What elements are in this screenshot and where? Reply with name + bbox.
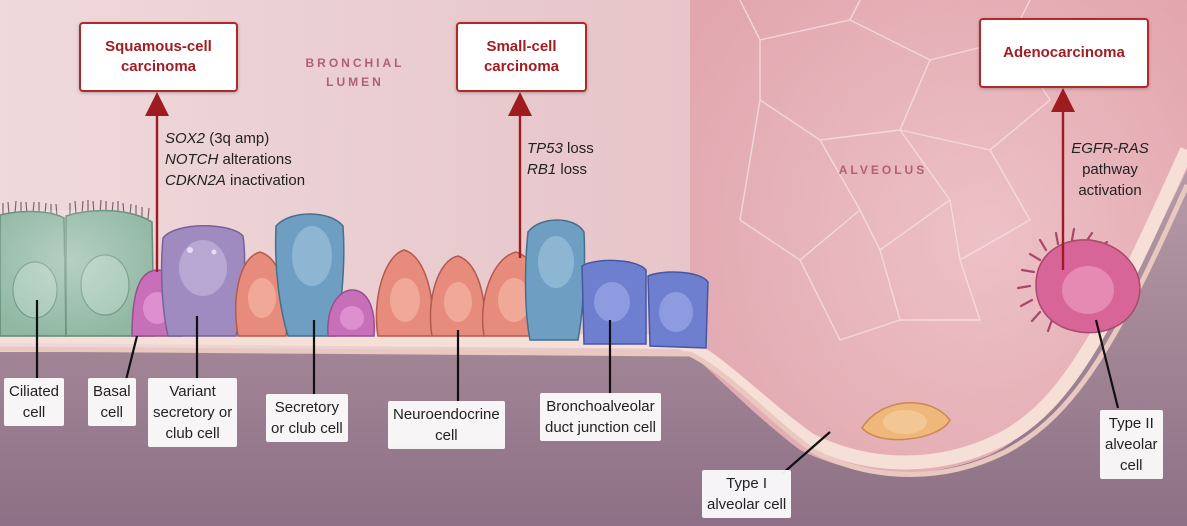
label-type-i-alveolar-cell: Type I alveolar cell xyxy=(702,470,792,518)
alteration-text: loss xyxy=(556,161,588,178)
gene-name: TP53 xyxy=(527,140,563,157)
label-line: Type II xyxy=(1108,415,1154,432)
squamous-cell-carcinoma-box: Squamous-cell carcinoma xyxy=(79,22,238,92)
secretory-club-cell xyxy=(274,213,345,337)
label-line: cell xyxy=(1120,457,1143,474)
box-line: carcinoma xyxy=(120,58,197,75)
alteration-line: SOX2 (3q amp) xyxy=(165,128,305,149)
region-label-bronchial-lumen: BRONCHIAL LUMEN xyxy=(285,54,425,92)
junction-cells xyxy=(581,259,709,349)
label-bronchoalveolar-junction-cell: Bronchoalveolar duct junction cell xyxy=(540,393,661,441)
gene-name: CDKN2A xyxy=(165,172,226,189)
label-line: Ciliated xyxy=(9,383,60,400)
alteration-text: (3q amp) xyxy=(205,130,270,147)
adeno-alterations: EGFR-RAS pathway activation xyxy=(1065,138,1155,201)
variant-secretory-cell xyxy=(160,225,246,337)
label-line: or club cell xyxy=(271,420,343,437)
box-line: Squamous-cell xyxy=(105,38,212,55)
label-type-ii-alveolar-cell: Type II alveolar cell xyxy=(1100,410,1163,479)
label-line: alveolar xyxy=(1105,436,1158,453)
small-cell-carcinoma-box: Small-cell carcinoma xyxy=(456,22,587,92)
alteration-line: EGFR-RAS xyxy=(1065,138,1155,159)
alteration-text: loss xyxy=(562,140,594,157)
gene-name: EGFR-RAS xyxy=(1071,140,1149,157)
alteration-text: inactivation xyxy=(225,172,306,189)
leader-lines xyxy=(35,300,1120,475)
alteration-line: TP53 loss xyxy=(527,138,594,159)
label-line: cell xyxy=(435,427,458,444)
label-line: cell xyxy=(100,404,124,421)
label-line: cell xyxy=(22,404,46,421)
tall-secretory-cell xyxy=(524,219,586,341)
label-line: Secretory xyxy=(274,399,339,416)
alteration-line: activation xyxy=(1078,182,1142,199)
box-line: Small-cell xyxy=(486,38,557,55)
alteration-line: RB1 loss xyxy=(527,159,594,180)
region-label-line: LUMEN xyxy=(326,75,384,89)
label-ciliated-cell: Ciliated cell xyxy=(4,378,65,426)
label-line: club cell xyxy=(165,425,220,442)
box-line: carcinoma xyxy=(483,58,560,75)
label-line: duct junction cell xyxy=(545,419,656,436)
gene-name: SOX2 xyxy=(165,130,206,147)
gene-name: RB1 xyxy=(527,161,557,178)
pathway-arrows xyxy=(145,88,1075,272)
label-line: Basal xyxy=(93,383,131,400)
label-line: Type I xyxy=(726,475,768,492)
label-line: secretory or xyxy=(153,404,233,421)
label-basal-cell: Basal cell xyxy=(88,378,136,426)
gene-name: NOTCH xyxy=(165,151,219,168)
type-i-alveolar-cell xyxy=(861,402,951,441)
small-cell-alterations: TP53 loss RB1 loss xyxy=(527,138,594,180)
label-variant-secretory-cell: Variant secretory or club cell xyxy=(148,378,238,447)
small-basal-cell xyxy=(327,289,375,337)
label-line: Variant xyxy=(169,383,216,400)
label-secretory-club-cell: Secretory or club cell xyxy=(266,394,348,442)
alteration-line: NOTCH alterations xyxy=(165,149,305,170)
alteration-text: alterations xyxy=(218,151,292,168)
region-label-alveolus: ALVEOLUS xyxy=(838,163,928,177)
region-label-line: BRONCHIAL xyxy=(305,56,405,70)
adenocarcinoma-box: Adenocarcinoma xyxy=(979,18,1149,88)
label-neuroendocrine-cell: Neuroendocrine cell xyxy=(388,401,505,449)
neuroendocrine-cell-1 xyxy=(235,251,288,337)
alteration-line: CDKN2A inactivation xyxy=(165,170,305,191)
label-line: alveolar cell xyxy=(707,496,787,513)
ciliated-cells xyxy=(0,199,155,337)
alteration-line: pathway xyxy=(1082,161,1138,178)
box-line: Adenocarcinoma xyxy=(1003,44,1125,61)
neuroendocrine-cells xyxy=(375,249,545,337)
label-line: Bronchoalveolar xyxy=(546,398,655,415)
label-line: Neuroendocrine xyxy=(393,406,500,423)
squamous-alterations: SOX2 (3q amp) NOTCH alterations CDKN2A i… xyxy=(165,128,305,191)
